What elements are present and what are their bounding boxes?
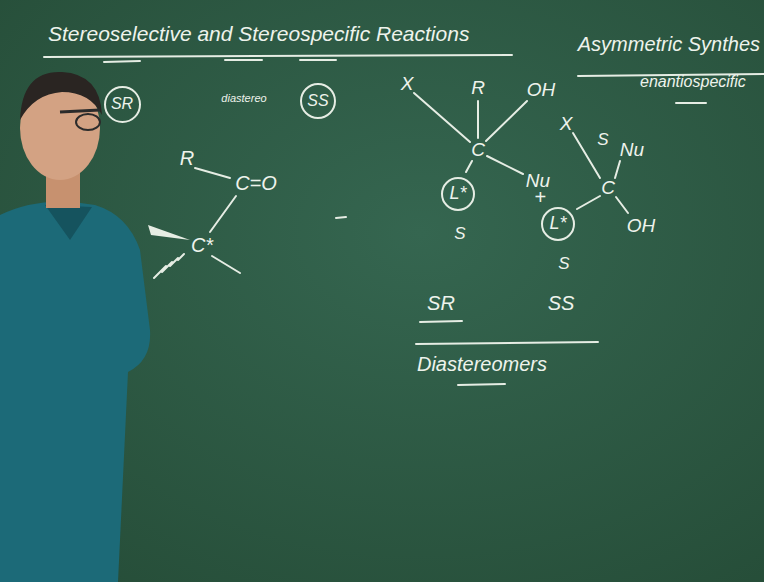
board-heading: Stereoselective and Stereospecific React… bbox=[48, 22, 469, 45]
chalk-label: enantiospecific bbox=[640, 73, 746, 91]
chalk-label: X bbox=[560, 114, 573, 135]
chalk-label: SR bbox=[427, 292, 455, 314]
chalk-label: Nu bbox=[620, 140, 644, 161]
circled-symbol: L* bbox=[441, 177, 475, 211]
chalk-lines bbox=[44, 55, 764, 385]
chalk-label: R bbox=[180, 147, 194, 169]
lecturer-figure bbox=[0, 72, 150, 582]
chalk-label: R bbox=[471, 78, 485, 99]
chalk-label: S bbox=[597, 131, 608, 150]
chalk-label: OH bbox=[527, 80, 556, 101]
circle-text: SS bbox=[307, 92, 328, 110]
circled-symbol: SR bbox=[104, 86, 141, 123]
chalk-label: X bbox=[401, 74, 414, 95]
chalk-label: + bbox=[534, 186, 546, 208]
chalk-label: C bbox=[471, 140, 485, 161]
chalk-label: diastereo bbox=[221, 92, 266, 104]
chalk-label: C=O bbox=[235, 172, 277, 194]
chalk-label: S bbox=[558, 255, 569, 274]
chalk-label: C* bbox=[191, 234, 213, 256]
chalk-label: Asymmetric Synthes bbox=[578, 33, 760, 55]
chalk-label: C bbox=[601, 178, 615, 199]
chalk-label: S bbox=[454, 225, 465, 244]
circle-text: L* bbox=[449, 184, 466, 204]
circle-text: SR bbox=[111, 95, 133, 113]
circled-symbol: L* bbox=[541, 207, 575, 241]
chalk-label: OH bbox=[627, 216, 656, 237]
circled-symbol: SS bbox=[300, 83, 336, 119]
chalk-label: SS bbox=[548, 292, 575, 314]
wedge-bond bbox=[148, 225, 190, 240]
circle-text: L* bbox=[549, 214, 566, 234]
chalk-label: Diastereomers bbox=[417, 353, 547, 375]
